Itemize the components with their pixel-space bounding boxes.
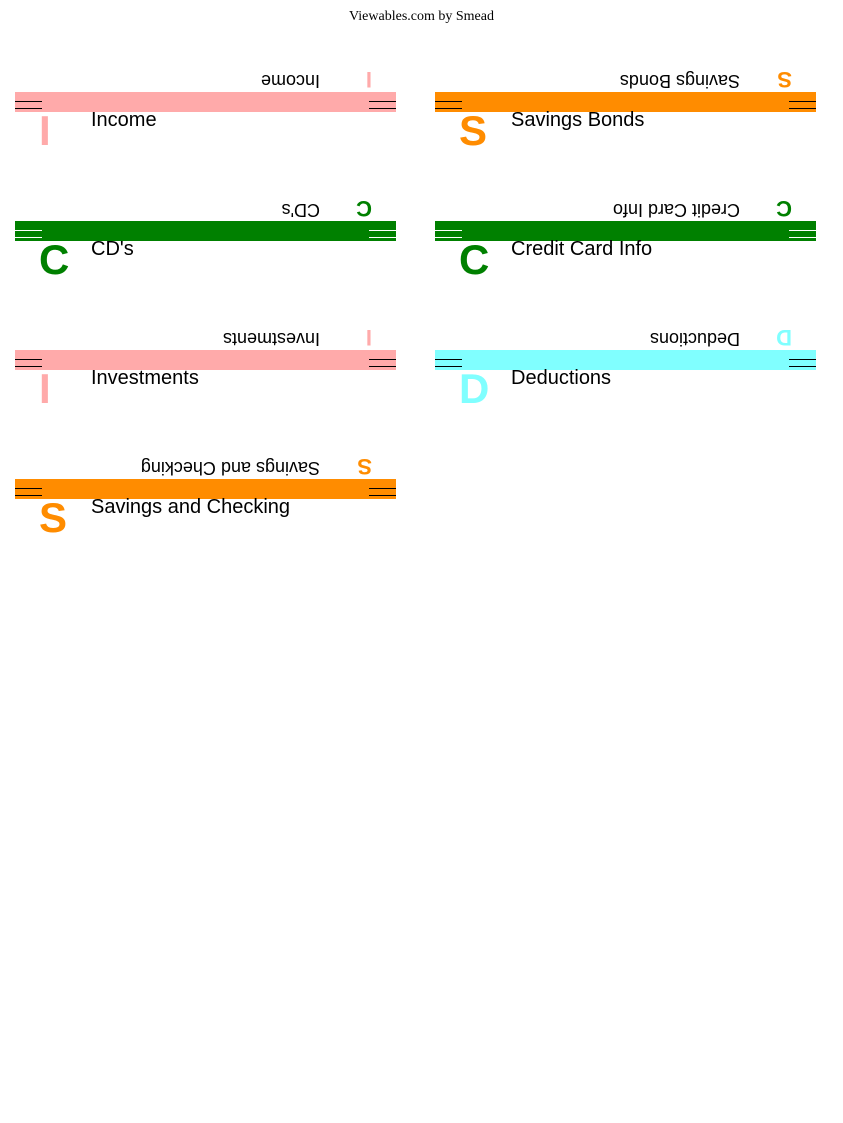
- label-income-title: Income: [91, 109, 157, 131]
- label-investments-flipped-title: Investments: [222, 329, 320, 349]
- label-credit-card-info-flipped-title: Credit Card Info: [612, 200, 740, 220]
- label-income-flipped: Income I: [15, 52, 396, 92]
- fold-mark: [369, 108, 396, 109]
- label-deductions-title: Deductions: [511, 367, 612, 389]
- fold-mark: [435, 101, 462, 102]
- label-credit-card-info-flipped-letter: C: [776, 196, 792, 221]
- label-deductions-color-bar: [435, 350, 816, 370]
- label-credit-card-info-letter: C: [459, 236, 490, 283]
- fold-mark: [369, 488, 396, 489]
- label-income-flipped-letter: I: [365, 67, 372, 92]
- label-income-flipped-title: Income: [260, 71, 320, 91]
- fold-mark: [15, 359, 42, 360]
- fold-mark: [435, 230, 462, 231]
- label-cds-title: CD's: [91, 238, 134, 260]
- fold-mark: [369, 359, 396, 360]
- label-savings-bonds-flipped: Savings Bonds S: [435, 52, 816, 92]
- label-savings-and-checking-color-bar: [15, 479, 396, 499]
- label-deductions-letter: D: [459, 365, 490, 412]
- label-credit-card-info-color-bar: [435, 221, 816, 241]
- label-deductions-flipped: Deductions D: [435, 310, 816, 350]
- fold-mark: [789, 237, 816, 238]
- fold-mark: [435, 359, 462, 360]
- fold-mark: [15, 101, 42, 102]
- label-savings-and-checking-flipped-letter: S: [357, 454, 372, 479]
- label-investments-flipped: Investments I: [15, 310, 396, 350]
- label-income: Income I I Income: [15, 52, 396, 172]
- fold-mark: [15, 495, 42, 496]
- label-savings-bonds-flipped-title: Savings Bonds: [619, 71, 740, 91]
- fold-mark: [15, 230, 42, 231]
- label-credit-card-info: Credit Card Info C C Credit Card Info: [435, 181, 816, 301]
- fold-mark: [789, 359, 816, 360]
- label-savings-bonds: Savings Bonds S S Savings Bonds: [435, 52, 816, 172]
- fold-mark: [435, 237, 462, 238]
- label-savings-and-checking-flipped: Savings and Checking S: [15, 439, 396, 479]
- label-income-letter: I: [39, 107, 51, 154]
- label-credit-card-info-flipped: Credit Card Info C: [435, 181, 816, 221]
- fold-mark: [369, 101, 396, 102]
- label-savings-bonds-letter: S: [459, 107, 488, 154]
- fold-mark: [369, 237, 396, 238]
- label-investments-flipped-letter: I: [365, 325, 372, 350]
- label-cds-color-bar: [15, 221, 396, 241]
- label-savings-and-checking-letter: S: [39, 494, 68, 541]
- label-cds-flipped-letter: C: [356, 196, 372, 221]
- fold-mark: [789, 108, 816, 109]
- fold-mark: [369, 366, 396, 367]
- label-deductions-flipped-letter: D: [776, 325, 792, 350]
- label-savings-and-checking-flipped-title: Savings and Checking: [140, 458, 320, 478]
- label-cds-flipped: CD's C: [15, 181, 396, 221]
- fold-mark: [789, 230, 816, 231]
- fold-mark: [15, 237, 42, 238]
- label-deductions: Deductions D D Deductions: [435, 310, 816, 430]
- label-investments-title: Investments: [91, 367, 199, 389]
- fold-mark: [789, 101, 816, 102]
- label-investments: Investments I I Investments: [15, 310, 396, 430]
- label-income-color-bar: [15, 92, 396, 112]
- label-cds-flipped-title: CD's: [281, 200, 320, 220]
- label-investments-color-bar: [15, 350, 396, 370]
- label-savings-and-checking-title: Savings and Checking: [91, 496, 291, 518]
- label-savings-bonds-flipped-letter: S: [777, 67, 792, 92]
- label-savings-and-checking: Savings and Checking S S Savings and Che…: [15, 439, 396, 559]
- fold-mark: [435, 366, 462, 367]
- fold-mark: [435, 108, 462, 109]
- fold-mark: [15, 108, 42, 109]
- fold-mark: [15, 366, 42, 367]
- label-cds-letter: C: [39, 236, 70, 283]
- fold-mark: [369, 495, 396, 496]
- label-credit-card-info-title: Credit Card Info: [511, 238, 653, 260]
- label-deductions-flipped-title: Deductions: [649, 329, 740, 349]
- fold-mark: [15, 488, 42, 489]
- label-savings-bonds-color-bar: [435, 92, 816, 112]
- fold-mark: [369, 230, 396, 231]
- label-savings-bonds-title: Savings Bonds: [511, 109, 645, 131]
- label-investments-letter: I: [39, 365, 51, 412]
- label-cds: CD's C C CD's: [15, 181, 396, 301]
- fold-mark: [789, 366, 816, 367]
- page-header: Viewables.com by Smead: [349, 9, 494, 24]
